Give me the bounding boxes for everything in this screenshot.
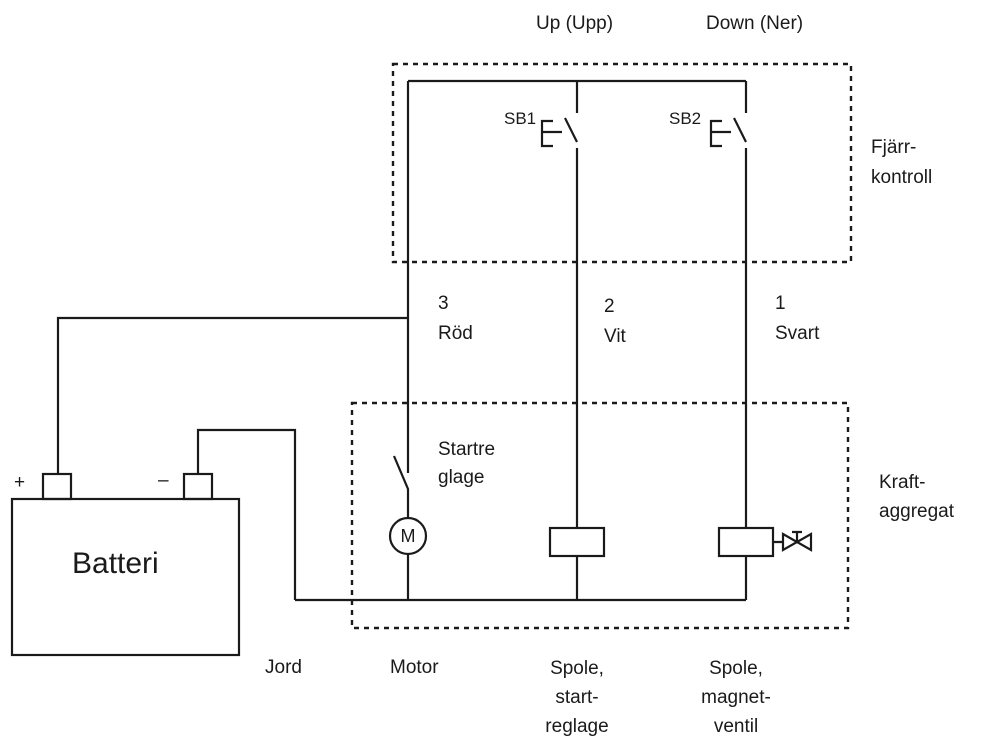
- label-wire2-color: Vit: [604, 326, 626, 347]
- label-start-coil-3: reglage: [545, 716, 609, 737]
- sb1-button: [540, 119, 562, 148]
- label-starter-1: Startre: [438, 439, 496, 460]
- label-battery: Batteri: [72, 547, 159, 580]
- battery-body: [10, 497, 241, 657]
- label-start-coil-2: start-: [555, 687, 599, 708]
- battery-plus-terminal: [41, 472, 73, 501]
- sb2-contact: [733, 117, 747, 143]
- wire-battery-minus: [196, 428, 297, 600]
- valve-coil: [717, 526, 775, 558]
- label-valve-coil-2: magnet-: [701, 687, 771, 708]
- label-valve-coil-1: Spole,: [709, 658, 763, 679]
- sb1-contact: [564, 117, 578, 143]
- label-wire3-num: 3: [438, 293, 449, 314]
- label-start-coil-1: Spole,: [550, 658, 604, 679]
- label-power-unit-2: aggregat: [879, 501, 955, 522]
- label-motor: Motor: [390, 657, 439, 678]
- label-wire3-color: Röd: [438, 323, 473, 344]
- sb2-button: [709, 119, 731, 148]
- label-ground: Jord: [265, 657, 302, 678]
- battery-minus-terminal: [182, 472, 214, 501]
- label-remote-2: kontroll: [871, 167, 933, 188]
- label-sb1: SB1: [504, 109, 537, 128]
- label-up: Up (Upp): [536, 13, 614, 34]
- label-sb2: SB2: [669, 109, 702, 128]
- label-minus: –: [158, 470, 169, 491]
- motor-symbol-label: M: [400, 526, 416, 546]
- label-power-unit-1: Kraft-: [879, 472, 926, 493]
- label-plus: +: [14, 472, 26, 493]
- label-starter-2: glage: [438, 467, 485, 488]
- label-wire2-num: 2: [604, 296, 615, 317]
- label-wire1-num: 1: [775, 293, 786, 314]
- label-remote-1: Fjärr-: [871, 137, 917, 158]
- label-down: Down (Ner): [706, 13, 804, 34]
- wire-to-battery-plus: [56, 316, 408, 473]
- label-wire1-color: Svart: [775, 323, 820, 344]
- starter-switch: [392, 455, 410, 518]
- power-unit-box: [350, 401, 850, 630]
- remote-control-box: [391, 62, 853, 264]
- start-coil: [548, 526, 606, 558]
- valve-icon: [773, 530, 813, 552]
- label-valve-coil-3: ventil: [713, 716, 759, 737]
